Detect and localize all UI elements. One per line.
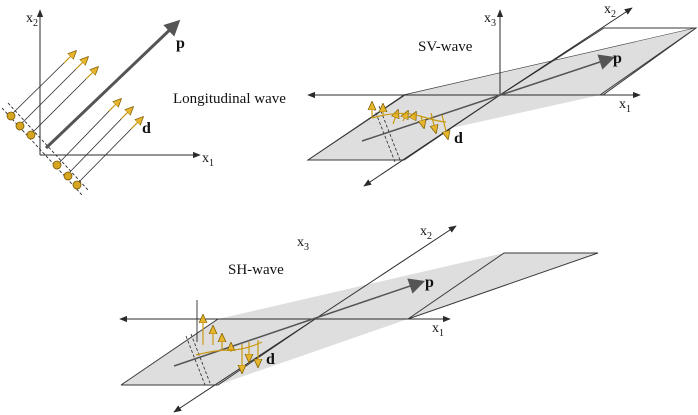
sv-x2-axis-negative bbox=[363, 94, 501, 187]
sh-wave-title: SH-wave bbox=[228, 262, 284, 278]
displacement-arrow bbox=[130, 117, 143, 130]
longitudinal-particles bbox=[6, 111, 82, 190]
sv-wave-panel: x3 x2 x1 p d SV-wave bbox=[306, 2, 698, 187]
ray-line bbox=[76, 122, 138, 185]
particle-dot bbox=[6, 111, 16, 121]
longitudinal-x2-label: x2 bbox=[26, 11, 38, 29]
ray-line bbox=[19, 62, 83, 126]
sv-x2-axis bbox=[499, 7, 633, 96]
longitudinal-p-label: p bbox=[176, 35, 185, 52]
sv-x2-label: x2 bbox=[604, 2, 616, 20]
sv-propagation-arrow bbox=[361, 54, 616, 142]
displacement-arrow bbox=[63, 51, 76, 64]
sh-d-label: d bbox=[266, 351, 275, 368]
sv-d-label: d bbox=[454, 130, 463, 147]
displacement-arrow bbox=[393, 110, 398, 125]
displacement-arrow bbox=[421, 115, 424, 128]
displacement-arrow bbox=[431, 112, 436, 133]
sh-p-label: p bbox=[425, 274, 434, 291]
longitudinal-x1-label: x1 bbox=[202, 151, 214, 169]
sv-wave-curve bbox=[371, 112, 447, 123]
displacement-arrow bbox=[403, 111, 408, 122]
sh-x1-label: x1 bbox=[432, 321, 444, 339]
sh-wave-panel: x3 x2 x1 p d SH-wave bbox=[119, 224, 599, 413]
longitudinal-d-label: d bbox=[142, 120, 151, 137]
displacement-arrow bbox=[108, 99, 121, 112]
sh-wavefront-line bbox=[185, 335, 206, 386]
sh-x3-label: x3 bbox=[297, 235, 309, 253]
particle-dot bbox=[72, 180, 82, 190]
particle-dot bbox=[26, 130, 36, 140]
longitudinal-rays bbox=[10, 56, 138, 185]
displacement-arrow bbox=[441, 114, 448, 139]
ray-line bbox=[66, 112, 128, 176]
displacement-arrow bbox=[120, 107, 133, 120]
sh-wave-curve bbox=[195, 341, 263, 356]
sv-x1-label: x1 bbox=[619, 97, 631, 115]
sh-displacement-arrows bbox=[203, 315, 258, 373]
sv-p-label: p bbox=[613, 50, 622, 67]
longitudinal-wave-panel: x2 x1 bbox=[1, 9, 286, 196]
longitudinal-wave-title: Longitudinal wave bbox=[173, 91, 286, 107]
ray-line bbox=[10, 56, 71, 116]
sv-x3-label: x3 bbox=[484, 11, 496, 29]
sv-wave-title: SV-wave bbox=[418, 39, 473, 55]
sh-wavefront-line bbox=[190, 333, 211, 384]
particle-dot bbox=[63, 171, 73, 181]
sh-x2-label: x2 bbox=[420, 224, 432, 242]
displacement-arrow bbox=[85, 67, 98, 80]
particle-dot bbox=[52, 160, 62, 170]
particle-dot bbox=[15, 121, 25, 131]
displacement-arrow bbox=[75, 57, 88, 70]
longitudinal-propagation-arrow bbox=[44, 19, 181, 150]
longitudinal-displacement-arrows bbox=[63, 51, 143, 130]
sh-x2-axis bbox=[314, 225, 457, 320]
sh-propagation-arrow bbox=[173, 278, 426, 367]
ray-line bbox=[56, 104, 116, 166]
ray-line bbox=[29, 72, 93, 136]
